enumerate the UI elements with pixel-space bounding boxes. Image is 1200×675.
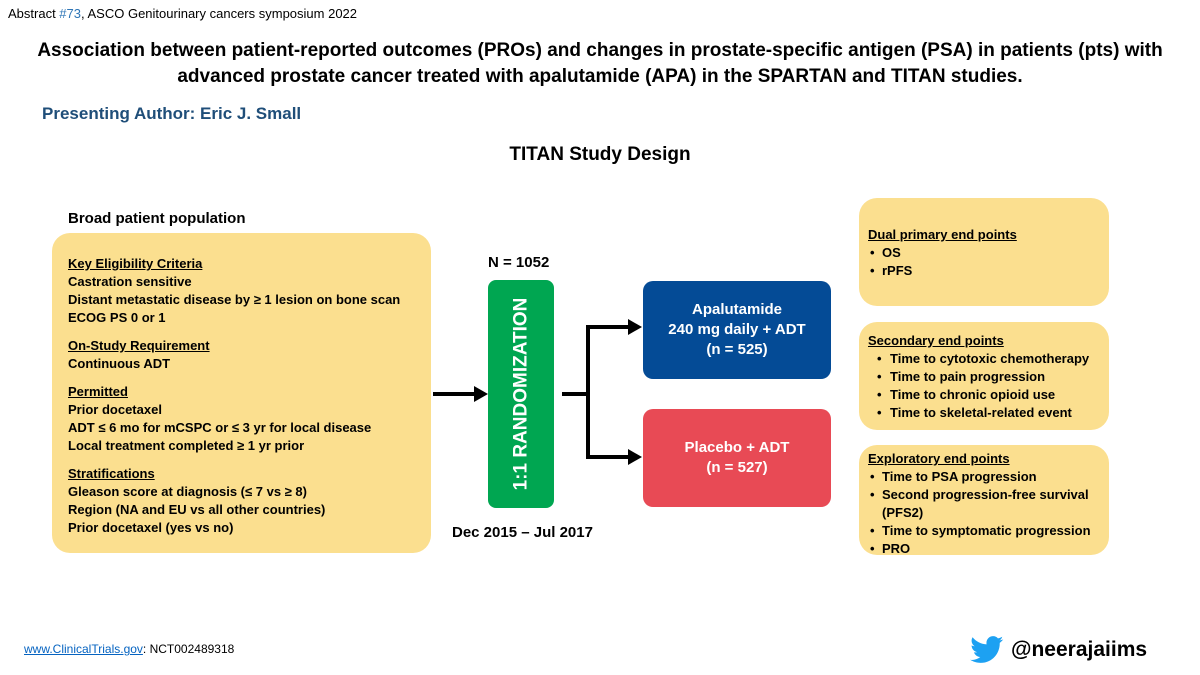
placebo-arm-box: Placebo + ADT (n = 527) xyxy=(643,409,831,507)
presenting-author: Presenting Author: Eric J. Small xyxy=(42,104,302,123)
footer-trial-reference: www.ClinicalTrials.gov: NCT002489318 xyxy=(24,642,234,656)
criteria-line: Continuous ADT xyxy=(68,356,171,371)
branch-to-apalutamide-arrow xyxy=(586,325,630,457)
header-prefix: Abstract xyxy=(8,6,60,21)
requirement-section: On-Study Requirement Continuous ADT xyxy=(68,337,417,373)
apalutamide-arm-box: Apalutamide 240 mg daily + ADT (n = 525) xyxy=(643,281,831,379)
criteria-line: Region (NA and EU vs all other countries… xyxy=(68,502,326,517)
endpoint-item: OS xyxy=(868,244,1101,262)
endpoint-heading: Secondary end points xyxy=(868,333,1004,348)
eligibility-box: Key Eligibility Criteria Castration sens… xyxy=(52,233,431,553)
endpoint-heading: Exploratory end points xyxy=(868,451,1010,466)
population-label: Broad patient population xyxy=(68,210,246,227)
endpoint-item: rPFS xyxy=(868,262,1101,280)
sample-size-label: N = 1052 xyxy=(488,254,550,271)
criteria-line: Prior docetaxel (yes vs no) xyxy=(68,520,234,535)
arm-line: Placebo + ADT xyxy=(684,439,790,456)
endpoint-item: Time to PSA progression xyxy=(868,468,1101,486)
endpoint-item: Time to chronic opioid use xyxy=(868,386,1101,404)
criteria-line: ECOG PS 0 or 1 xyxy=(68,310,166,325)
randomization-box: 1:1 RANDOMIZATION xyxy=(488,280,554,508)
endpoint-item: Time to pain progression xyxy=(868,368,1101,386)
endpoint-item: Second progression-free survival (PFS2) xyxy=(868,486,1101,522)
branch-to-placebo-arrow xyxy=(586,394,630,459)
criteria-line: Distant metastatic disease by ≥ 1 lesion… xyxy=(68,292,401,307)
clinicaltrials-link[interactable]: www.ClinicalTrials.gov xyxy=(24,642,143,656)
section-heading: Stratifications xyxy=(68,466,155,481)
endpoint-item: Time to skeletal-related event xyxy=(868,404,1101,422)
criteria-line: ADT ≤ 6 mo for mCSPC or ≤ 3 yr for local… xyxy=(68,420,372,435)
endpoint-heading: Dual primary end points xyxy=(868,227,1017,242)
section-heading: Key Eligibility Criteria xyxy=(68,256,203,271)
secondary-endpoints-box: Secondary end points Time to cytotoxic c… xyxy=(859,322,1109,430)
exploratory-endpoints-box: Exploratory end points Time to PSA progr… xyxy=(859,445,1109,558)
arrowhead xyxy=(628,319,642,335)
arrowhead xyxy=(474,386,488,402)
endpoint-item: Time to cytotoxic chemotherapy xyxy=(868,350,1101,368)
arm-line: (n = 527) xyxy=(706,459,768,476)
slide-title: Association between patient-reported out… xyxy=(37,40,1163,87)
enrollment-dates: Dec 2015 – Jul 2017 xyxy=(452,524,593,541)
stratifications-section: Stratifications Gleason score at diagnos… xyxy=(68,465,417,537)
criteria-line: Prior docetaxel xyxy=(68,402,162,417)
study-design-title: TITAN Study Design xyxy=(509,144,691,165)
header-suffix: , ASCO Genitourinary cancers symposium 2… xyxy=(81,6,358,21)
arm-line: (n = 525) xyxy=(706,341,768,358)
trial-id: : NCT002489318 xyxy=(142,642,235,656)
criteria-line: Local treatment completed ≥ 1 yr prior xyxy=(68,438,305,453)
arm-line: Apalutamide xyxy=(691,301,782,318)
section-heading: Permitted xyxy=(68,384,128,399)
eligibility-section: Key Eligibility Criteria Castration sens… xyxy=(68,255,417,327)
twitter-handle[interactable]: @neerajaiims xyxy=(1011,638,1148,661)
header-line: Abstract #73, ASCO Genitourinary cancers… xyxy=(8,6,357,21)
criteria-line: Gleason score at diagnosis (≤ 7 vs ≥ 8) xyxy=(68,484,307,499)
criteria-line: Castration sensitive xyxy=(68,274,192,289)
arm-line: 240 mg daily + ADT xyxy=(668,321,806,338)
arrowhead xyxy=(628,449,642,465)
abstract-number-link[interactable]: #73 xyxy=(59,6,81,21)
endpoint-item: Time to symptomatic progression xyxy=(868,522,1101,540)
permitted-section: Permitted Prior docetaxel ADT ≤ 6 mo for… xyxy=(68,383,417,455)
section-heading: On-Study Requirement xyxy=(68,338,210,353)
primary-endpoints-box: Dual primary end points OS rPFS xyxy=(859,198,1109,306)
twitter-bird-icon[interactable] xyxy=(970,636,1004,664)
randomization-label: 1:1 RANDOMIZATION xyxy=(510,297,531,491)
endpoint-item: PRO xyxy=(868,540,1101,558)
